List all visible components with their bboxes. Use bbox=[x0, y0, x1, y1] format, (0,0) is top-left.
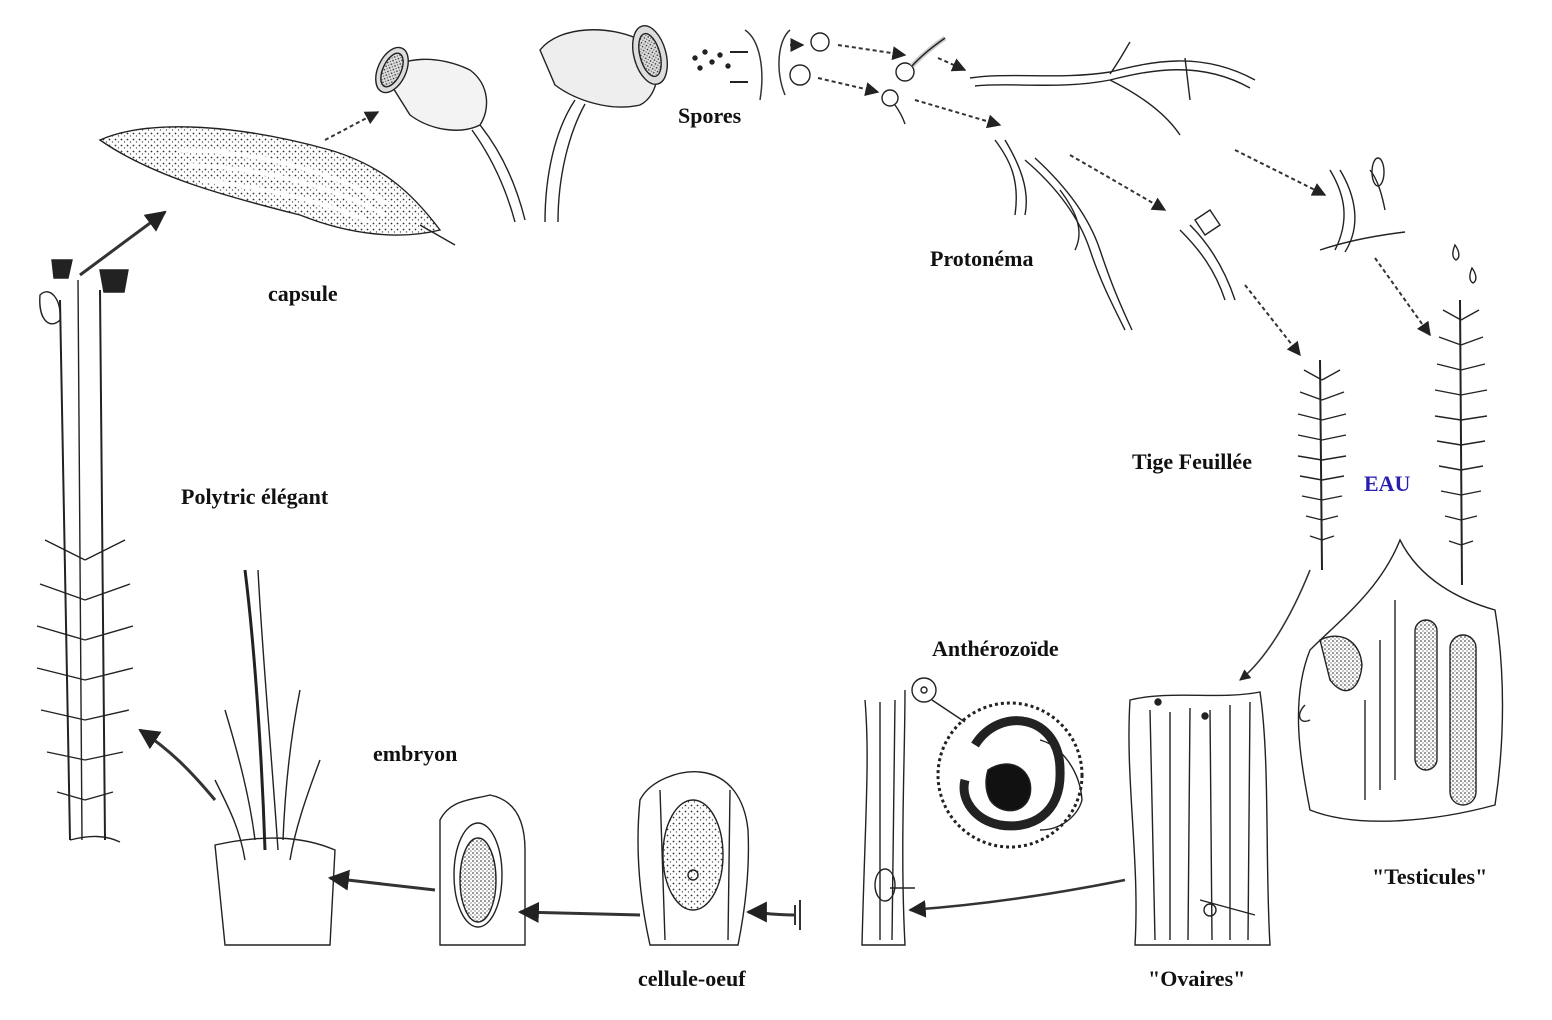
egg-cell-drawing bbox=[637, 771, 750, 946]
antherozoid-drawing bbox=[911, 677, 1084, 849]
embryo-drawing bbox=[439, 794, 526, 946]
label-spores: Spores bbox=[678, 103, 742, 128]
label-eau: EAU bbox=[1364, 471, 1411, 496]
leafy-stem-drawing bbox=[1297, 243, 1488, 586]
polytrichum-plant-drawing bbox=[36, 259, 134, 843]
label-tige-feuillee: Tige Feuillée bbox=[1132, 449, 1252, 474]
capsule-section-drawing bbox=[98, 126, 456, 246]
antheridia-drawing bbox=[1297, 538, 1504, 822]
label-protonema: Protonéma bbox=[930, 246, 1034, 271]
cycle-arrows bbox=[79, 38, 1431, 923]
protonema-drawing bbox=[969, 41, 1406, 331]
label-ovaires: "Ovaires" bbox=[1148, 966, 1246, 991]
label-polytric-elegant: Polytric élégant bbox=[181, 484, 329, 509]
capsule-opening-drawing bbox=[375, 25, 748, 223]
young-sporophyte-drawing bbox=[214, 569, 336, 946]
archegonia-drawing bbox=[1128, 691, 1271, 946]
label-capsule: capsule bbox=[268, 281, 338, 306]
fertilized-archegonium-drawing bbox=[861, 689, 915, 946]
spore-germination-drawing bbox=[789, 32, 947, 125]
label-antherozoide: Anthérozoïde bbox=[932, 636, 1059, 661]
label-testicules: "Testicules" bbox=[1372, 864, 1488, 889]
label-cellule-oeuf: cellule-oeuf bbox=[638, 966, 746, 991]
label-embryon: embryon bbox=[373, 741, 458, 766]
